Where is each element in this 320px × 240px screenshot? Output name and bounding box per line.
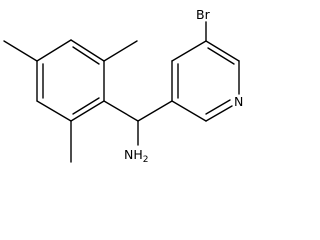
methyl-groups [3, 40, 138, 163]
pyridine-ring [171, 40, 240, 122]
bond-methyl-ortho-top [103, 40, 138, 62]
bond-ring-a1-a2 [36, 39, 72, 62]
amine-label: NH2 [124, 147, 148, 165]
bond-ring-double-3 [72, 46, 100, 65]
bond-py-n-c2 [205, 105, 233, 122]
bond-py-c4-c5 [171, 40, 207, 62]
bond-py-double-2 [207, 47, 235, 65]
structure-diagram: Br N NH2 [3, 7, 243, 165]
pyridine-nitrogen-label: N [234, 94, 243, 109]
bond-py-double-3 [205, 99, 231, 115]
bond-ring-a6-a1 [70, 39, 105, 62]
bond-ring-to-ch [103, 100, 139, 122]
bromine-label: Br [196, 7, 211, 22]
bond-ch-to-pyridine [137, 100, 173, 122]
bond-ring-a4-a5 [70, 100, 105, 122]
bond-py-c2-c3 [171, 100, 207, 122]
bond-methyl-para [3, 40, 38, 62]
amine-label-main: NH [124, 147, 143, 162]
mesityl-ring [36, 39, 105, 122]
bond-py-c5-c6 [205, 40, 240, 62]
bond-ring-double-2 [72, 97, 100, 115]
bond-ring-a3-a4 [36, 100, 72, 122]
central-carbon [103, 100, 173, 146]
amine-label-subscript: 2 [143, 155, 149, 165]
